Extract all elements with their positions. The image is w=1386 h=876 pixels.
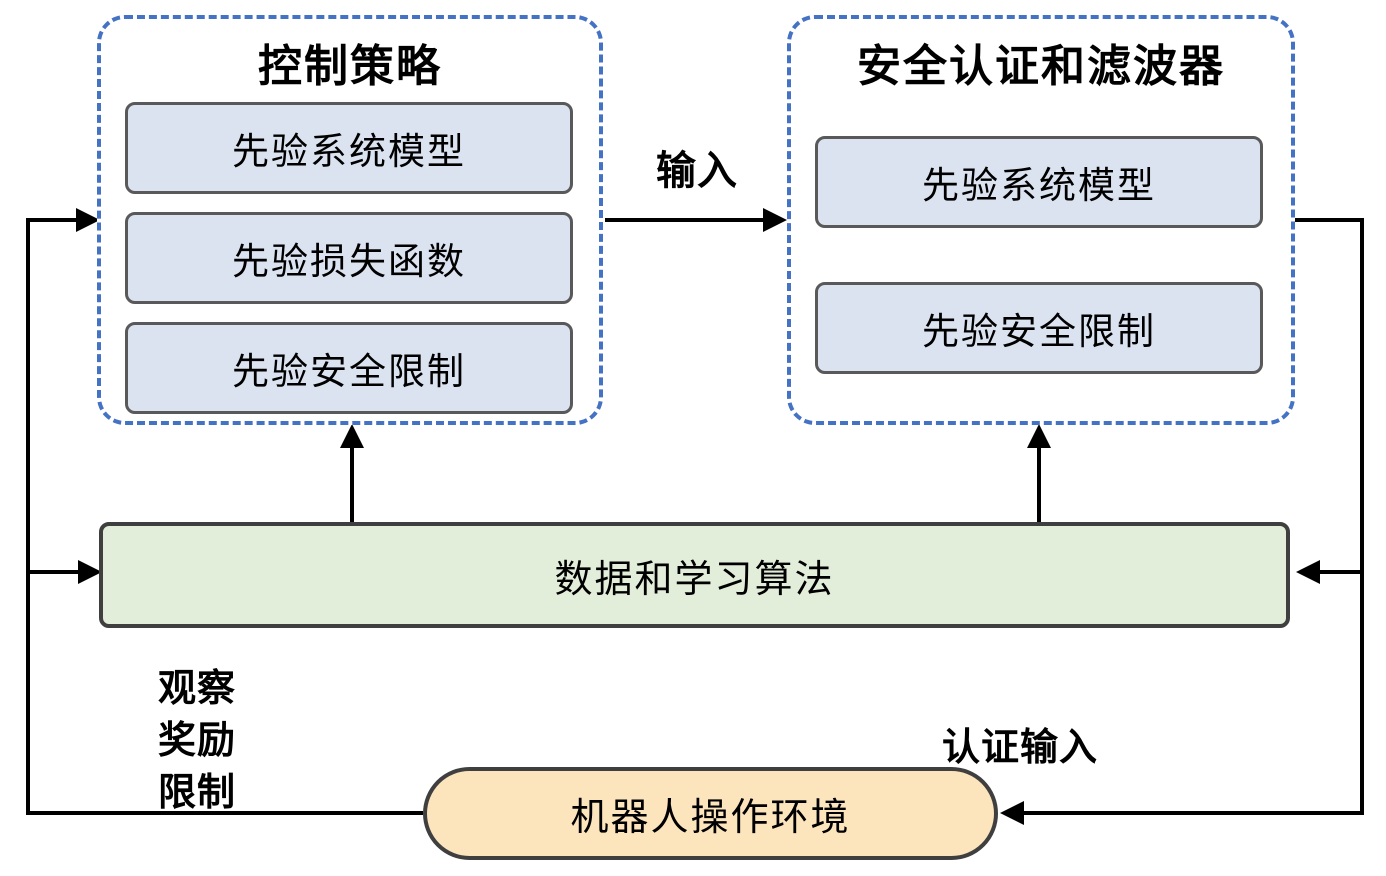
safety-prior-system-model-box: 先验系统模型 [815, 136, 1263, 228]
policy-prior-loss-function-label: 先验损失函数 [232, 241, 466, 282]
certified-input-edge-label: 认证输入 [941, 727, 1098, 769]
arrowhead-up-safety [1027, 424, 1051, 448]
arrowhead-into-safety [763, 208, 787, 232]
arrowhead-up-policy [340, 424, 364, 448]
data-learning-algorithm-label: 数据和学习算法 [554, 558, 835, 601]
safety-prior-safety-constraint-box: 先验安全限制 [815, 282, 1263, 374]
control-policy-group: 控制策略 先验系统模型 先验损失函数 先验安全限制 [97, 15, 603, 425]
data-learning-algorithm-box: 数据和学习算法 [99, 522, 1290, 628]
policy-prior-system-model-label: 先验系统模型 [232, 131, 466, 172]
feedback-edge-labels: 观察 奖励 限制 [137, 663, 257, 819]
safety-prior-safety-constraint-label: 先验安全限制 [922, 311, 1156, 352]
policy-prior-safety-constraint-box: 先验安全限制 [125, 322, 573, 414]
robot-environment-label: 机器人操作环境 [570, 797, 851, 839]
safety-filter-title: 安全认证和滤波器 [857, 42, 1225, 91]
policy-prior-loss-function-box: 先验损失函数 [125, 212, 573, 304]
policy-prior-system-model-box: 先验系统模型 [125, 102, 573, 194]
control-policy-title: 控制策略 [258, 42, 442, 91]
feedback-label-observation: 观察 [157, 668, 236, 710]
policy-prior-safety-constraint-label: 先验安全限制 [232, 351, 466, 392]
feedback-label-reward: 奖励 [157, 720, 236, 762]
safety-filter-group: 安全认证和滤波器 先验系统模型 先验安全限制 [787, 15, 1295, 425]
arrowhead-into-env [1000, 801, 1024, 825]
input-edge-label: 输入 [656, 149, 738, 193]
feedback-label-constraint: 限制 [157, 772, 236, 814]
safety-prior-system-model-label: 先验系统模型 [922, 165, 1156, 206]
robot-environment-pill: 机器人操作环境 [423, 767, 998, 860]
arrowhead-into-learning-right [1296, 560, 1320, 584]
